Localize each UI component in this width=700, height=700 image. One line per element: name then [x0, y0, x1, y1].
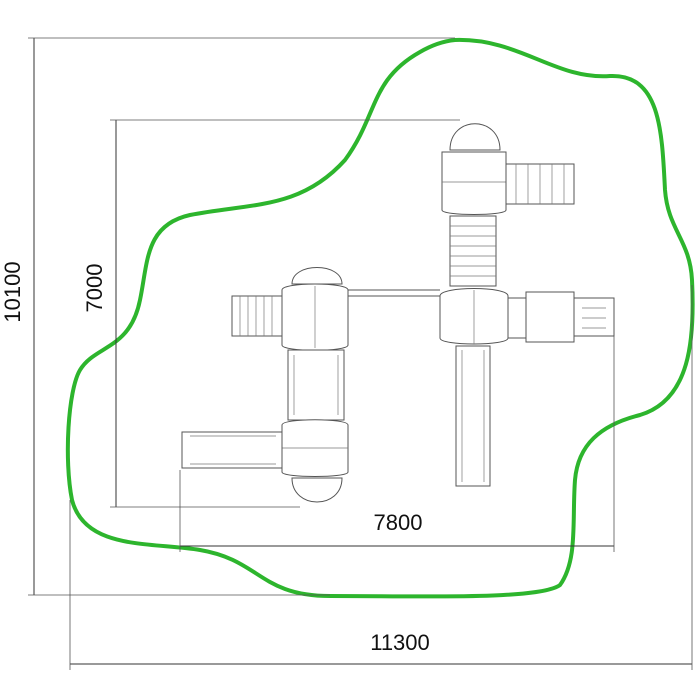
left-ladder: [231, 295, 283, 337]
right-tower: [439, 123, 509, 487]
upper-right-ladder: [505, 163, 575, 205]
overall-height-dimension: 10100: [0, 37, 455, 596]
overall-width-dimension: 11300: [69, 285, 693, 670]
structure-width-label: 7800: [374, 510, 423, 535]
structure-height-dimension: 7000: [82, 119, 460, 508]
lower-left-slide: [181, 431, 283, 469]
connecting-bridge: [345, 289, 440, 297]
left-tower: [281, 267, 349, 503]
safety-zone-outline: [65, 37, 695, 599]
structure-width-dimension: 7800: [179, 330, 615, 552]
right-attachment: [507, 291, 615, 343]
overall-height-label: 10100: [0, 261, 25, 322]
overall-width-label: 11300: [370, 630, 430, 655]
structure-height-label: 7000: [82, 264, 107, 313]
